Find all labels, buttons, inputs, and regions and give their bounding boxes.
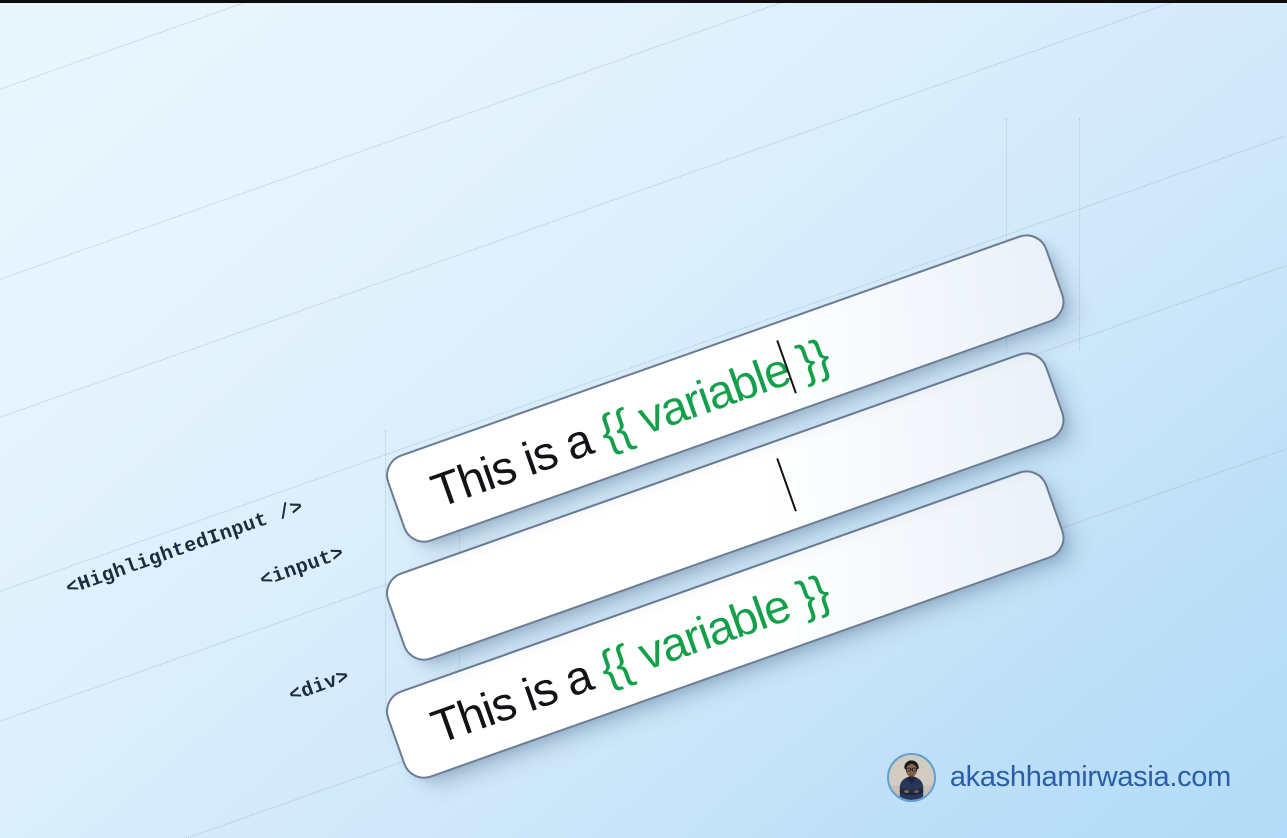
layer-input-text-prefix: This is a	[424, 526, 610, 635]
watermark: akashhamirwasia.com	[886, 753, 1231, 802]
top-edge-strip	[0, 0, 1287, 3]
guide-vert-right-2	[1079, 118, 1080, 350]
avatar	[886, 753, 936, 802]
layer-highlighted-input-text-prefix: This is a	[424, 407, 610, 517]
layer-div-text-prefix: This is a	[424, 643, 610, 753]
watermark-site: akashhamirwasia.com	[949, 761, 1231, 793]
guide-line-top-b	[0, 0, 1287, 301]
guide-line-top-a	[0, 0, 1287, 111]
label-div: <div>	[286, 665, 353, 708]
label-input: <input>	[257, 542, 348, 593]
